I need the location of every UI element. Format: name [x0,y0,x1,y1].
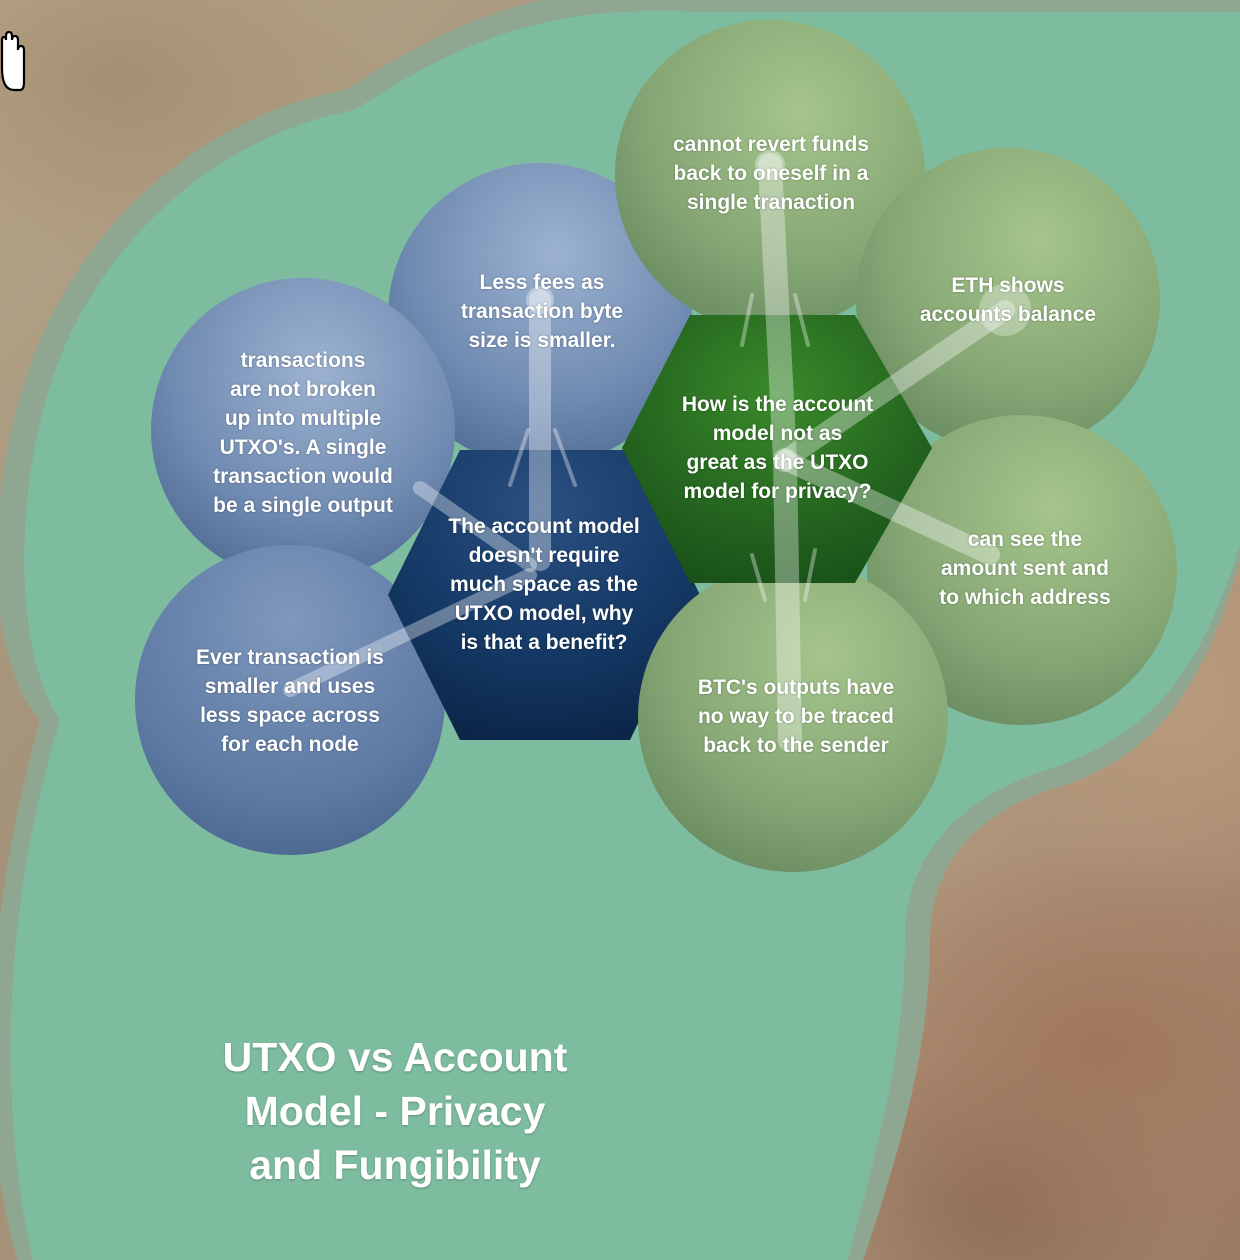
node-text-btc-outputs: BTC's outputs have no way to be traced b… [697,676,895,757]
green-cluster [615,20,1177,872]
node-text-cannot-revert: cannot revert funds back to oneself in a… [672,133,870,214]
node-text-not-broken-up: transactions are not broken up into mult… [213,349,393,517]
center-privacy-question[interactable] [622,315,932,583]
center-account-model[interactable] [388,450,700,740]
connectors [283,150,1031,752]
node-less-fees[interactable] [388,163,692,467]
node-text-less-fees: Less fees as transaction byte size is sm… [460,271,624,352]
node-not-broken-up[interactable] [151,278,455,582]
node-smaller-transaction[interactable] [135,545,445,855]
map-title: UTXO vs Account Model - Privacy and Fung… [222,1034,568,1188]
hand-cursor-icon [0,30,26,92]
blue-cluster [135,163,700,855]
node-text-see-amount: can see the amount sent and to which add… [939,528,1111,609]
center-text-privacy-question: How is the account model not as great as… [681,393,874,503]
node-btc-outputs[interactable] [638,562,948,872]
node-text-smaller-transaction: Ever transaction is smaller and uses les… [196,646,384,756]
center-text-account-model: The account model doesn't require much s… [448,515,640,654]
node-eth-balance[interactable] [856,148,1160,452]
node-cannot-revert[interactable] [615,20,925,330]
node-see-amount[interactable] [867,415,1177,725]
node-text-eth-balance: ETH shows accounts balance [919,274,1097,326]
